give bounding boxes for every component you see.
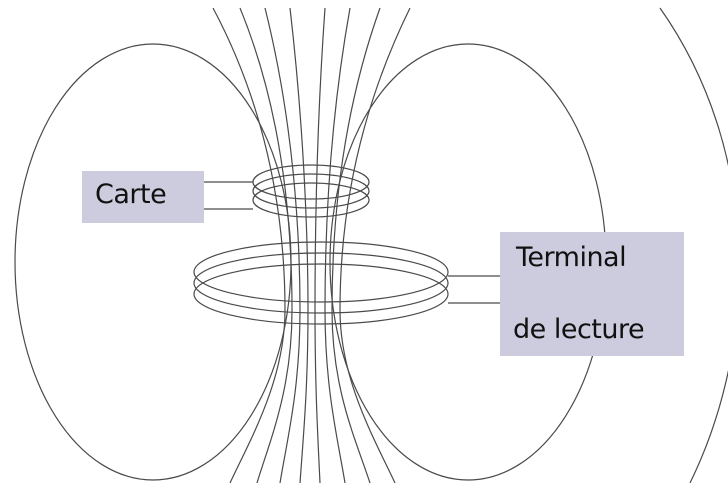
reader-label-line1: Terminal xyxy=(516,242,627,273)
card-label: Carte xyxy=(95,179,167,210)
card-coil-turn xyxy=(252,182,370,218)
field-line xyxy=(239,7,293,484)
field-loop-left-outer xyxy=(14,43,292,481)
field-line xyxy=(212,7,286,484)
field-line xyxy=(331,7,381,484)
reader-label-line2: de lecture xyxy=(513,314,645,345)
field-line xyxy=(264,7,301,484)
card-label-box: Carte xyxy=(82,171,204,223)
card-coil-turn xyxy=(252,173,370,209)
reader-coil-turn xyxy=(193,241,449,303)
field-line xyxy=(289,7,309,484)
reader-coil-turn xyxy=(193,252,449,314)
field-line xyxy=(339,7,411,484)
reader-label-box: Terminal de lecture xyxy=(500,232,684,356)
field-line xyxy=(324,7,351,484)
reader-coil-turn xyxy=(193,263,449,325)
field-loop-far-right xyxy=(659,7,728,484)
field-line xyxy=(314,7,326,484)
